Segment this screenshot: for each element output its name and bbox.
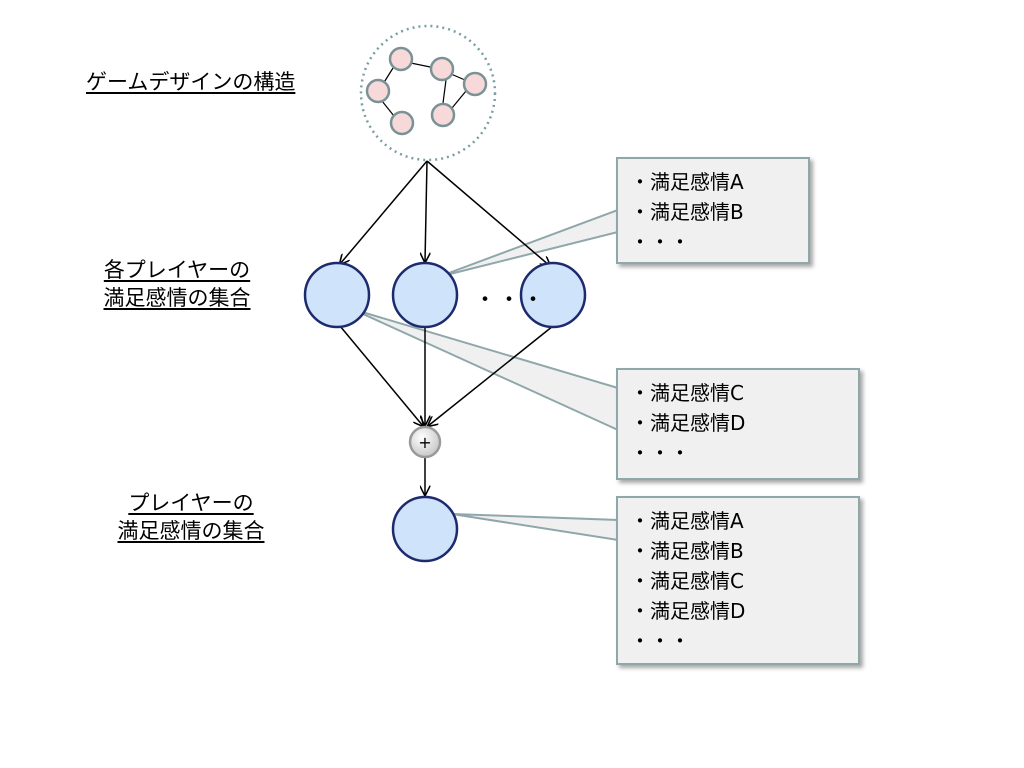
callout-item: ・満足感情D [630,411,746,435]
plus-combiner [408,425,442,459]
callout-pointer-bottom [451,513,619,542]
label-each-player-emotions: 各プレイヤーの 満足感情の集合 [84,256,270,312]
player-node-2 [391,261,459,329]
callout-item: ・満足感情C [630,381,744,405]
callout-item: ・満足感情B [630,539,744,563]
arrow-node3-to-plus [428,325,554,426]
callout-item: ・満足感情A [630,509,744,533]
callout-bottom: ・満足感情A ・満足感情B ・満足感情C ・満足感情D ・・・ [616,496,860,665]
callout-pointer-middle [351,308,619,432]
label-player-line1: プレイヤーの [128,491,254,515]
combined-player-node [391,495,459,563]
structure-node [389,110,415,136]
plus-symbol: + [418,433,431,452]
structure-node [365,78,391,104]
structure-dashed-circle [359,24,497,162]
structure-node [429,56,455,82]
label-each-player-line1: 各プレイヤーの [103,258,251,282]
structure-edge [450,73,466,81]
player-node-1 [303,261,371,329]
structure-node [388,46,414,72]
structure-edge [381,100,395,117]
arrow-structure-to-node3 [426,160,550,266]
label-each-player-line2: 満足感情の集合 [103,286,251,310]
callout-item: ・満足感情C [630,569,744,593]
callout-item: ・満足感情B [630,200,744,224]
player-node-3 [519,261,587,329]
node-ellipsis: ・・・ [474,288,547,313]
label-game-design-structure: ゲームデザインの構造 [86,70,296,94]
arrow-structure-to-node2 [425,160,427,262]
callout-top: ・満足感情A ・満足感情B ・・・ [616,157,810,264]
callout-item: ・満足感情A [630,170,744,194]
callout-item: ・・・ [630,441,690,465]
callout-pointer-top [437,208,619,278]
callout-item: ・・・ [630,230,690,254]
label-player-line2: 満足感情の集合 [117,519,265,543]
callout-middle: ・満足感情C ・満足感情D ・・・ [616,368,860,480]
arrow-node1-to-plus [339,325,423,426]
callout-item: ・・・ [630,629,690,653]
label-player-emotions: プレイヤーの 満足感情の集合 [98,489,284,545]
structure-node [462,71,488,97]
structure-edge [442,79,447,104]
structure-node [430,102,456,128]
structure-edge [451,90,467,109]
arrow-structure-to-node1 [340,160,428,264]
game-design-structure [359,24,497,162]
callout-item: ・満足感情D [630,599,746,623]
